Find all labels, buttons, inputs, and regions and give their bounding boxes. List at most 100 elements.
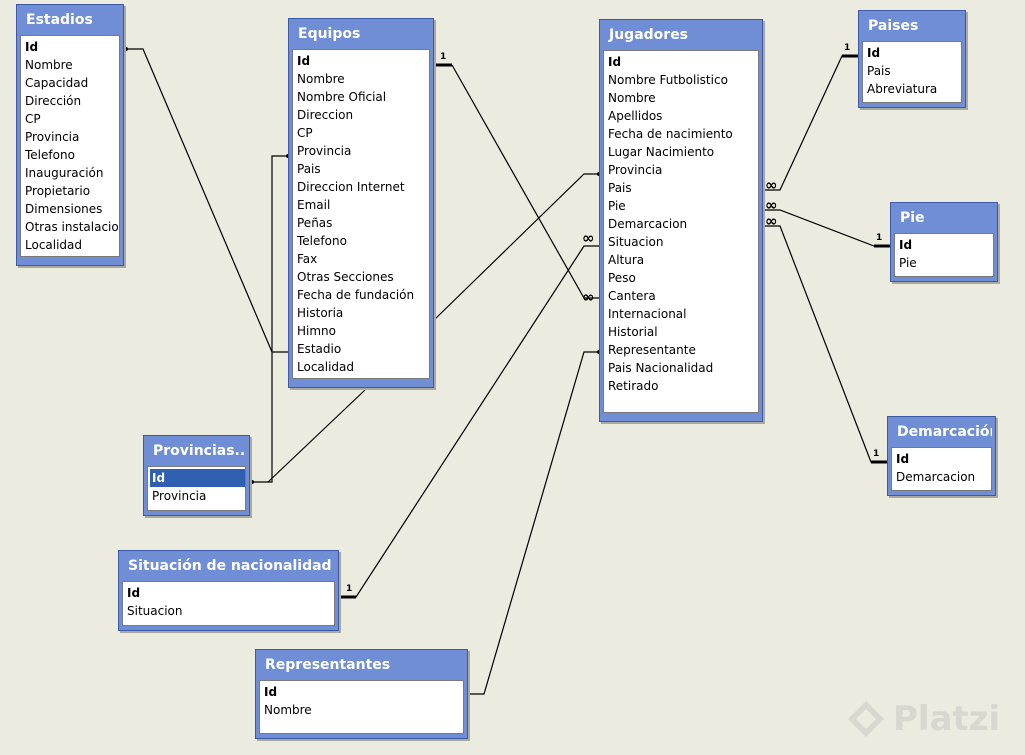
field-situacion-situacion[interactable]: Situacion bbox=[127, 604, 183, 618]
field-jugadores-pais-nacionalidad[interactable]: Pais Nacionalidad bbox=[608, 361, 714, 375]
table-equipos[interactable]: Equipos Id Nombre Nombre Oficial Direcci… bbox=[288, 18, 434, 388]
field-jugadores-nombre[interactable]: Nombre bbox=[608, 91, 656, 105]
field-jugadores-lugar-nacimiento[interactable]: Lugar Nacimiento bbox=[608, 145, 715, 159]
field-equipos-otras-secciones[interactable]: Otras Secciones bbox=[297, 270, 394, 284]
table-title-demarcacion[interactable]: Demarcación bbox=[897, 424, 992, 440]
field-jugadores-apellidos[interactable]: Apellidos bbox=[608, 109, 663, 123]
field-equipos-pais[interactable]: Pais bbox=[297, 162, 321, 176]
field-equipos-direccion[interactable]: Direccion bbox=[297, 108, 354, 122]
table-title-representantes[interactable]: Representantes bbox=[265, 657, 391, 673]
field-demarcacion-demarcacion[interactable]: Demarcacion bbox=[896, 470, 976, 484]
field-list-representantes[interactable]: Id Nombre bbox=[259, 680, 464, 734]
field-list-pie[interactable]: Id Pie bbox=[894, 233, 994, 277]
field-provincias-id[interactable]: Id bbox=[150, 469, 245, 487]
field-jugadores-provincia[interactable]: Provincia bbox=[608, 163, 663, 177]
field-equipos-nombre-oficial[interactable]: Nombre Oficial bbox=[297, 90, 387, 104]
table-paises[interactable]: Paises Id Pais Abreviatura bbox=[858, 10, 966, 108]
table-title-equipos[interactable]: Equipos bbox=[298, 26, 361, 42]
field-jugadores-fecha-nacimiento[interactable]: Fecha de nacimiento bbox=[608, 127, 733, 141]
field-estadios-inauguracion[interactable]: Inauguración bbox=[25, 166, 104, 180]
table-title-situacion-nacionalidad[interactable]: Situación de nacionalidad bbox=[128, 558, 332, 574]
field-jugadores-cantera[interactable]: Cantera bbox=[608, 289, 656, 303]
link-jugadores-paises bbox=[764, 55, 858, 191]
field-jugadores-peso[interactable]: Peso bbox=[608, 271, 636, 285]
field-paises-pais[interactable]: Pais bbox=[867, 64, 891, 78]
field-estadios-id[interactable]: Id bbox=[25, 40, 39, 54]
field-jugadores-internacional[interactable]: Internacional bbox=[608, 307, 687, 321]
field-equipos-historia[interactable]: Historia bbox=[297, 306, 344, 320]
field-equipos-telefono[interactable]: Telefono bbox=[297, 234, 347, 248]
field-jugadores-nombre-futbolistico[interactable]: Nombre Futbolistico bbox=[608, 73, 728, 87]
field-jugadores-demarcacion[interactable]: Demarcacion bbox=[608, 217, 688, 231]
field-list-equipos[interactable]: Id Nombre Nombre Oficial Direccion CP Pr… bbox=[292, 49, 430, 379]
field-paises-abreviatura[interactable]: Abreviatura bbox=[867, 82, 938, 96]
field-situacion-id[interactable]: Id bbox=[127, 586, 141, 600]
field-paises-id[interactable]: Id bbox=[867, 46, 881, 60]
field-equipos-fax[interactable]: Fax bbox=[297, 252, 318, 266]
link-one-label-equipos: 1 bbox=[440, 52, 446, 62]
field-jugadores-altura[interactable]: Altura bbox=[608, 253, 645, 267]
link-equipos-bottom-provincias bbox=[267, 389, 366, 483]
field-list-paises[interactable]: Id Pais Abreviatura bbox=[862, 41, 962, 103]
table-situacion-nacionalidad[interactable]: Situación de nacionalidad Id Situacion bbox=[118, 550, 339, 631]
link-jugadores-demarcacion bbox=[764, 225, 887, 463]
field-list-provincias[interactable]: Id Provincia bbox=[147, 466, 246, 511]
field-equipos-cp[interactable]: CP bbox=[297, 126, 313, 140]
field-estadios-propietario[interactable]: Propietario bbox=[25, 184, 91, 198]
table-representantes[interactable]: Representantes Id Nombre bbox=[255, 649, 468, 739]
field-estadios-nombre[interactable]: Nombre bbox=[25, 58, 73, 72]
field-estadios-localidad[interactable]: Localidad bbox=[25, 238, 83, 252]
link-end-estadios bbox=[124, 47, 128, 51]
field-list-estadios[interactable]: Id Nombre Capacidad Dirección CP Provinc… bbox=[20, 35, 120, 257]
link-equipos-provincias bbox=[252, 155, 288, 483]
field-pie-id[interactable]: Id bbox=[899, 238, 913, 252]
field-equipos-direccion-internet[interactable]: Direccion Internet bbox=[297, 180, 405, 194]
field-equipos-nombre[interactable]: Nombre bbox=[297, 72, 345, 86]
table-pie[interactable]: Pie Id Pie bbox=[890, 202, 998, 282]
field-provincias-provincia[interactable]: Provincia bbox=[152, 489, 207, 503]
field-estadios-otras-instalaciones[interactable]: Otras instalaciones bbox=[25, 220, 119, 234]
field-jugadores-id[interactable]: Id bbox=[608, 55, 622, 69]
field-estadios-direccion[interactable]: Dirección bbox=[25, 94, 82, 108]
field-equipos-fecha-fundacion[interactable]: Fecha de fundación bbox=[297, 288, 415, 302]
field-equipos-himno[interactable]: Himno bbox=[297, 324, 336, 338]
table-jugadores[interactable]: Jugadores Id Nombre Futbolistico Nombre … bbox=[599, 19, 763, 422]
field-demarcacion-id[interactable]: Id bbox=[896, 452, 910, 466]
table-demarcacion[interactable]: Demarcación Id Demarcacion bbox=[887, 416, 996, 496]
table-provincias[interactable]: Provincias... Id Provincia bbox=[143, 435, 250, 516]
field-estadios-cp[interactable]: CP bbox=[25, 112, 41, 126]
field-pie-pie[interactable]: Pie bbox=[899, 256, 917, 270]
field-equipos-provincia[interactable]: Provincia bbox=[297, 144, 352, 158]
field-list-jugadores[interactable]: Id Nombre Futbolistico Nombre Apellidos … bbox=[603, 50, 759, 413]
field-estadios-dimensiones[interactable]: Dimensiones bbox=[25, 202, 103, 216]
field-jugadores-representante[interactable]: Representante bbox=[608, 343, 696, 357]
table-title-pie[interactable]: Pie bbox=[900, 210, 925, 226]
field-estadios-telefono[interactable]: Telefono bbox=[25, 148, 75, 162]
field-jugadores-pie[interactable]: Pie bbox=[608, 199, 626, 213]
table-title-provincias[interactable]: Provincias... bbox=[153, 443, 246, 459]
link-many-label-situacion: ∞ bbox=[582, 229, 595, 247]
field-equipos-estadio[interactable]: Estadio bbox=[297, 342, 342, 356]
field-estadios-capacidad[interactable]: Capacidad bbox=[25, 76, 89, 90]
field-estadios-provincia[interactable]: Provincia bbox=[25, 130, 80, 144]
table-estadios[interactable]: Estadios Id Nombre Capacidad Dirección C… bbox=[16, 4, 124, 266]
table-title-paises[interactable]: Paises bbox=[868, 18, 919, 34]
field-list-situacion-nacionalidad[interactable]: Id Situacion bbox=[122, 581, 335, 626]
field-representantes-id[interactable]: Id bbox=[264, 685, 278, 699]
platzi-logo-icon bbox=[848, 701, 884, 737]
table-title-jugadores[interactable]: Jugadores bbox=[609, 27, 689, 43]
field-jugadores-historial[interactable]: Historial bbox=[608, 325, 658, 339]
field-equipos-penas[interactable]: Peñas bbox=[297, 216, 333, 230]
field-jugadores-retirado[interactable]: Retirado bbox=[608, 379, 659, 393]
field-jugadores-pais[interactable]: Pais bbox=[608, 181, 632, 195]
link-many-label-cantera: ∞ bbox=[582, 288, 595, 306]
field-jugadores-situacion[interactable]: Situacion bbox=[608, 235, 664, 249]
field-equipos-id[interactable]: Id bbox=[297, 54, 311, 68]
field-representantes-nombre[interactable]: Nombre bbox=[264, 703, 312, 717]
field-equipos-email[interactable]: Email bbox=[297, 198, 331, 212]
field-equipos-localidad[interactable]: Localidad bbox=[297, 360, 355, 374]
table-title-estadios[interactable]: Estadios bbox=[26, 12, 93, 28]
field-list-demarcacion[interactable]: Id Demarcacion bbox=[891, 447, 992, 491]
